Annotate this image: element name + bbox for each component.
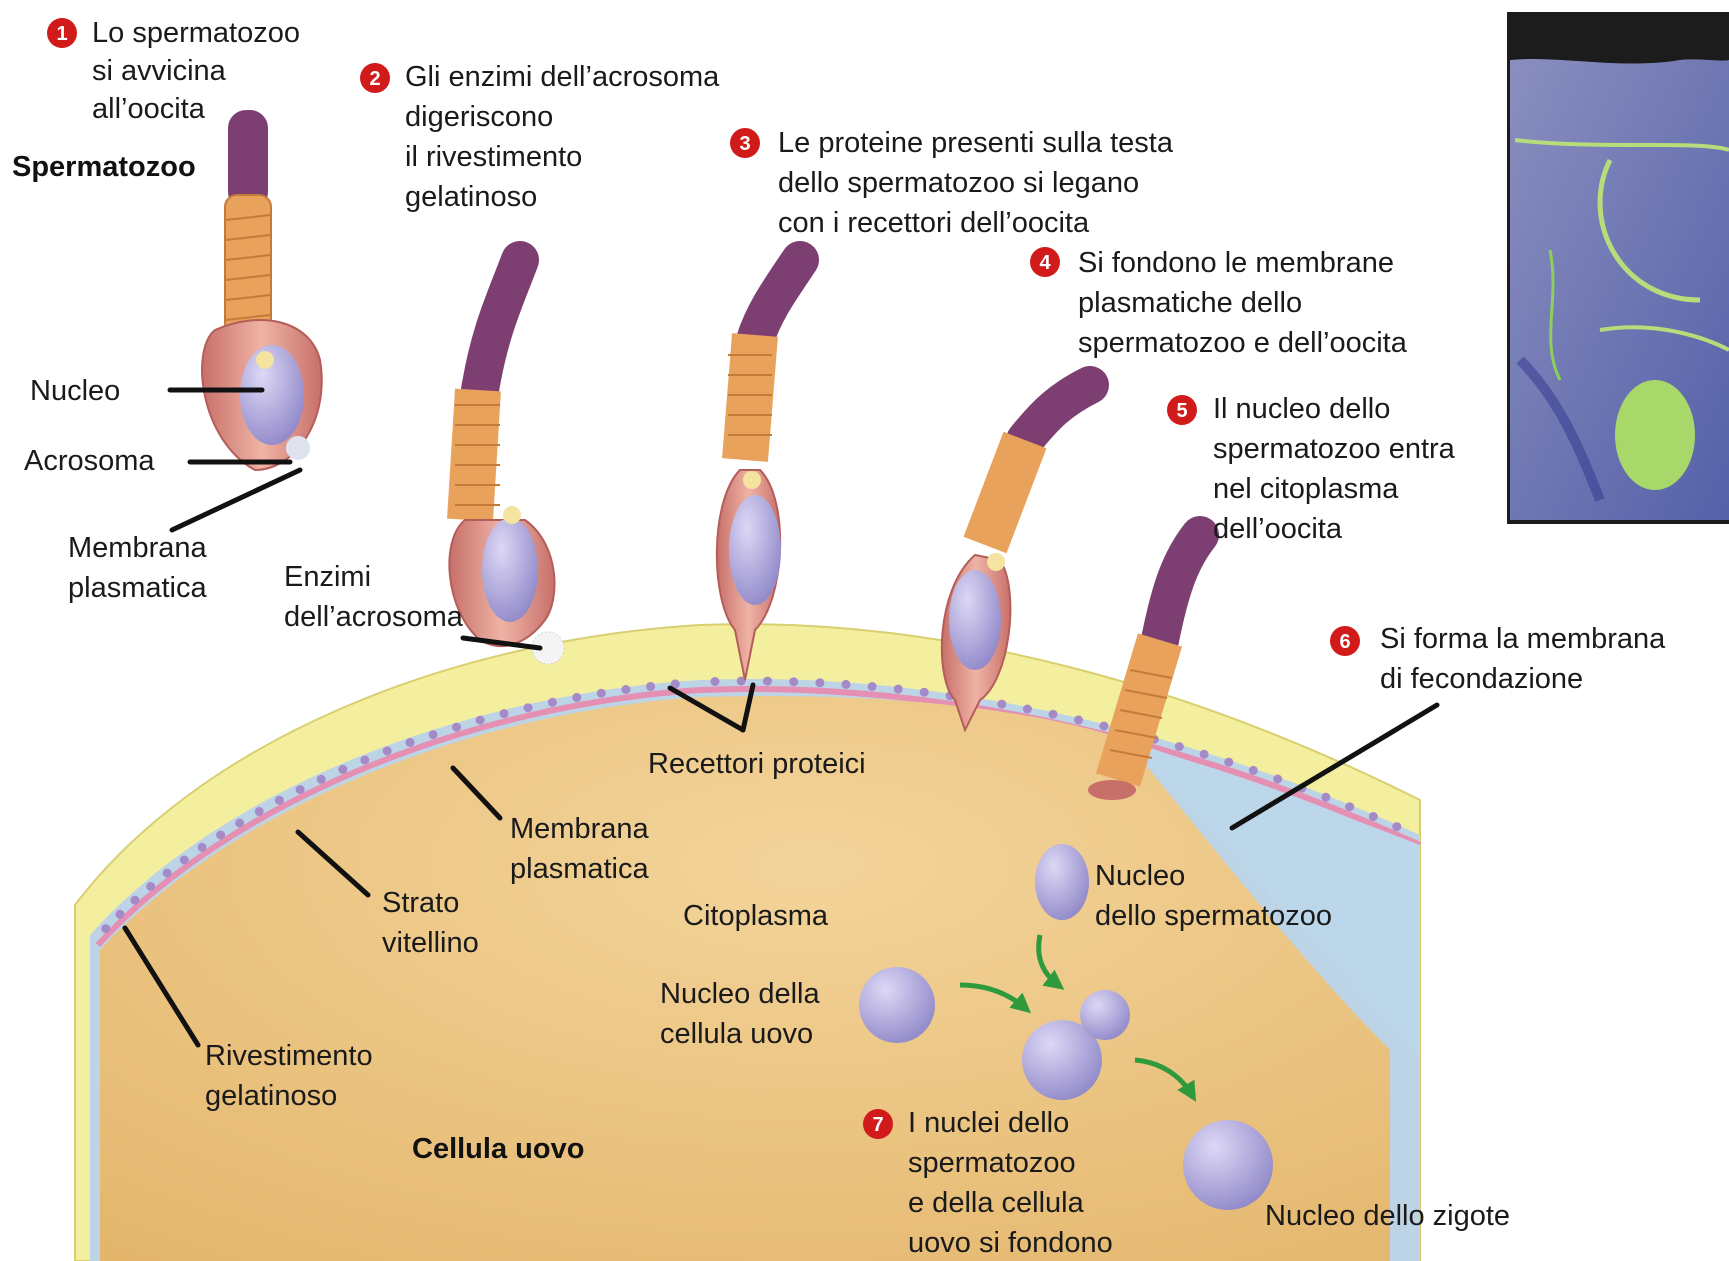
receptor-dot	[1369, 812, 1378, 821]
step-2-text: Gli enzimi dell’acrosoma digeriscono il …	[405, 61, 727, 213]
receptor-dot	[1321, 793, 1330, 802]
sperm-nucleus	[1035, 844, 1089, 920]
step-1-text: Lo spermatozoo si avvicina all’oocita	[92, 17, 308, 125]
receptor-dot	[597, 689, 606, 698]
receptor-dot	[1249, 766, 1258, 775]
receptor-dot	[235, 819, 244, 828]
receptor-dot	[216, 831, 225, 840]
receptor-dot	[920, 688, 929, 697]
step-6-text: Si forma la membrana di fecondazione	[1380, 623, 1673, 695]
receptor-dot	[198, 843, 207, 852]
receptor-dot	[130, 896, 139, 905]
receptor-dot	[406, 738, 415, 747]
step-badge-4: 4	[1030, 247, 1060, 277]
step-5-text: Il nucleo dello spermatozoo entra nel ci…	[1213, 393, 1463, 545]
receptor-dot	[1175, 742, 1184, 751]
receptor-dot	[1074, 715, 1083, 724]
receptor-dot	[572, 693, 581, 702]
receptor-dot	[789, 677, 798, 686]
receptor-dot	[621, 685, 630, 694]
step-badge-number: 2	[369, 68, 380, 90]
step-4-text: Si fondono le membrane plasmatiche dello…	[1078, 247, 1408, 359]
receptor-dot	[452, 723, 461, 732]
receptor-dot	[1200, 750, 1209, 759]
label-cellula-uovo: Cellula uovo	[412, 1133, 584, 1165]
receptor-dot	[360, 756, 369, 765]
receptor-dot	[1345, 802, 1354, 811]
receptor-dot	[500, 709, 509, 718]
receptor-dot	[296, 785, 305, 794]
receptor-dot	[1224, 758, 1233, 767]
receptor-dot	[646, 682, 655, 691]
receptor-dot	[997, 700, 1006, 709]
receptor-dot	[815, 678, 824, 687]
zygote-nucleus	[1183, 1120, 1273, 1210]
step-badge-number: 7	[872, 1114, 883, 1136]
micrograph-photo	[1507, 12, 1729, 524]
receptor-dot	[476, 716, 485, 725]
receptor-dot	[383, 747, 392, 756]
step-badge-3: 3	[730, 128, 760, 158]
egg-nucleus	[859, 967, 935, 1043]
receptor-dot	[1049, 710, 1058, 719]
receptor-dot	[317, 775, 326, 784]
receptor-dot	[255, 807, 264, 816]
sperm-1	[202, 110, 322, 470]
receptor-dot	[711, 677, 720, 686]
receptor-dot	[101, 924, 110, 933]
receptor-dot	[1099, 722, 1108, 731]
receptor-dot	[894, 685, 903, 694]
receptor-dot	[1023, 705, 1032, 714]
sperm-3	[717, 260, 800, 680]
receptor-dot	[1273, 775, 1282, 784]
step-badge-number: 6	[1339, 631, 1350, 653]
label-nucleo: Nucleo	[30, 375, 120, 407]
receptor-dot	[116, 910, 125, 919]
receptor-dot	[1392, 822, 1401, 831]
label-membrana-sperm: Membrana plasmatica	[68, 532, 215, 604]
sperm-2	[449, 260, 564, 664]
label-recettori: Recettori proteici	[648, 748, 866, 780]
step-badge-2: 2	[360, 63, 390, 93]
step-badge-5: 5	[1167, 395, 1197, 425]
receptor-dot	[338, 765, 347, 774]
step-3-text: Le proteine presenti sulla testa dello s…	[778, 127, 1181, 239]
step-badge-6: 6	[1330, 626, 1360, 656]
receptor-dot	[524, 703, 533, 712]
receptor-dot	[842, 680, 851, 689]
receptor-dot	[763, 677, 772, 686]
label-enzimi: Enzimi dell’acrosoma	[284, 561, 464, 633]
label-acrosoma: Acrosoma	[24, 445, 155, 477]
step-badge-1: 1	[47, 18, 77, 48]
step-badge-number: 1	[56, 23, 67, 45]
receptor-dot	[429, 730, 438, 739]
step-badge-number: 5	[1176, 400, 1187, 422]
label-citoplasma: Citoplasma	[683, 900, 829, 932]
receptor-dot	[548, 698, 557, 707]
step-badge-number: 4	[1039, 252, 1051, 274]
receptor-dot	[180, 856, 189, 865]
label-nucleo-zigote: Nucleo dello zigote	[1265, 1200, 1510, 1232]
receptor-dot	[163, 869, 172, 878]
receptor-dot	[868, 682, 877, 691]
receptor-dot	[275, 796, 284, 805]
step-badge-7: 7	[863, 1109, 893, 1139]
label-spermatozoo: Spermatozoo	[12, 151, 196, 183]
step-badge-number: 3	[739, 133, 750, 155]
receptor-dot	[146, 882, 155, 891]
